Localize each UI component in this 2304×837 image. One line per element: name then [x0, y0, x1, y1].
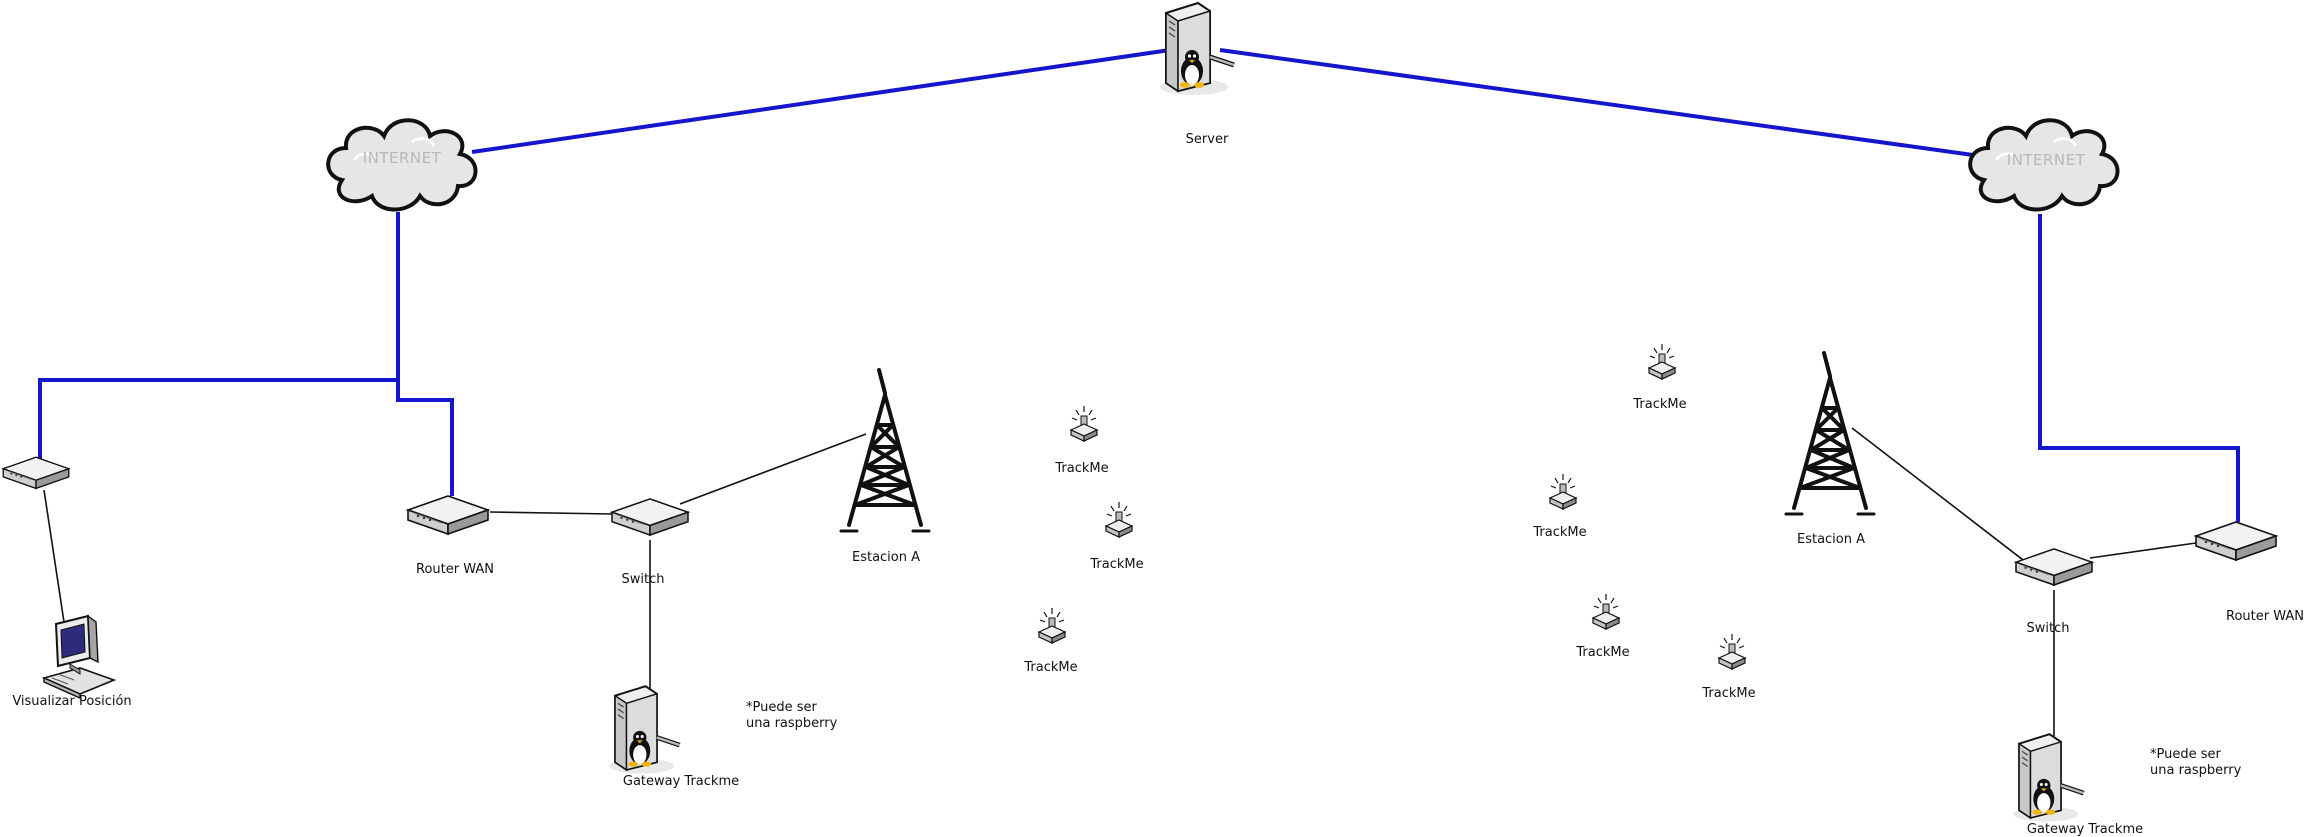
lan-link-switch-tower-left	[679, 433, 867, 505]
connections	[38, 48, 2240, 742]
note-line-2: una raspberry	[2150, 763, 2242, 778]
internet-cloud-right[interactable]: INTERNET	[1968, 118, 2120, 212]
computer-node[interactable]: Visualizar Posición	[12, 615, 132, 709]
modem-left[interactable]	[2, 456, 70, 490]
switch-right-label: Switch	[2027, 621, 2070, 636]
linux-server-icon	[609, 686, 679, 773]
router-icon	[2, 456, 70, 490]
tower-left[interactable]: Estacion A	[839, 368, 931, 565]
linux-server-icon	[2013, 734, 2083, 821]
router-icon	[407, 495, 489, 535]
gateway-right-note: *Puede ser una raspberry	[2150, 747, 2242, 778]
gateway-right[interactable]: Gateway Trackme	[2013, 734, 2143, 837]
tracker-left-1[interactable]: TrackMe	[1054, 405, 1109, 476]
server-node[interactable]: Server	[1160, 3, 1234, 147]
tracker-label: TrackMe	[1701, 686, 1755, 701]
tracker-device-icon	[1105, 501, 1133, 538]
switch-left[interactable]: Switch	[611, 498, 689, 587]
tracker-label: TrackMe	[1632, 397, 1686, 412]
desktop-computer-icon	[43, 615, 115, 699]
wan-link-left-cloud-router	[396, 380, 454, 496]
tracker-left-3[interactable]: TrackMe	[1023, 607, 1078, 675]
note-line-1: *Puede ser	[2150, 747, 2222, 762]
gateway-left-label: Gateway Trackme	[623, 774, 739, 789]
wan-link-left-cloud-computer	[38, 212, 400, 465]
radio-tower-icon	[839, 368, 931, 533]
switch-left-label: Switch	[622, 572, 665, 587]
lan-link-modem-computer	[43, 489, 65, 623]
tracker-label: TrackMe	[1532, 525, 1586, 540]
tracker-right-4[interactable]: TrackMe	[1701, 633, 1756, 701]
wan-link-right-cloud-router	[2038, 214, 2240, 522]
tower-left-label: Estacion A	[852, 550, 920, 565]
tracker-left-2[interactable]: TrackMe	[1089, 501, 1144, 572]
computer-label: Visualizar Posición	[12, 694, 131, 709]
tracker-device-icon	[1038, 607, 1066, 644]
tracker-right-2[interactable]: TrackMe	[1532, 473, 1587, 540]
tracker-label: TrackMe	[1054, 461, 1108, 476]
lan-link-tower-switch-right	[1851, 427, 2037, 571]
tracker-device-icon	[1592, 593, 1620, 630]
tower-right[interactable]: Estacion A	[1784, 351, 1876, 547]
note-line-2: una raspberry	[746, 716, 838, 731]
note-line-1: *Puede ser	[746, 700, 818, 715]
tracker-label: TrackMe	[1575, 645, 1629, 660]
wan-link-server-right-cloud	[1219, 48, 1981, 158]
tracker-label: TrackMe	[1023, 660, 1077, 675]
tower-right-label: Estacion A	[1797, 532, 1865, 547]
internet-cloud-left[interactable]: INTERNET	[326, 118, 478, 212]
tracker-device-icon	[1549, 473, 1577, 510]
cloud-left-text: INTERNET	[363, 149, 442, 167]
wan-link-server-left-cloud	[471, 48, 1171, 154]
router-left-label: Router WAN	[416, 562, 494, 577]
tracker-device-icon	[1718, 633, 1746, 670]
router-icon	[2195, 521, 2277, 561]
tracker-device-icon	[1648, 343, 1676, 380]
switch-right[interactable]: Switch	[2015, 548, 2093, 636]
gateway-right-label: Gateway Trackme	[2027, 822, 2143, 837]
switch-icon	[2015, 548, 2093, 586]
tracker-device-icon	[1070, 405, 1098, 442]
lan-link-router-switch-left	[489, 511, 613, 515]
router-right-label: Router WAN	[2226, 609, 2304, 624]
lan-link-switch-router-right	[2089, 542, 2197, 559]
tracker-right-1[interactable]: TrackMe	[1632, 343, 1687, 412]
radio-tower-icon	[1784, 351, 1876, 516]
gateway-left-note: *Puede ser una raspberry	[746, 700, 838, 731]
tracker-right-3[interactable]: TrackMe	[1575, 593, 1630, 660]
tracker-label: TrackMe	[1089, 557, 1143, 572]
server-label: Server	[1186, 132, 1229, 147]
switch-icon	[611, 498, 689, 536]
gateway-left[interactable]: Gateway Trackme	[609, 686, 739, 789]
router-left[interactable]: Router WAN	[407, 495, 494, 577]
cloud-right-text: INTERNET	[2007, 151, 2086, 169]
router-right[interactable]: Router WAN	[2195, 521, 2304, 624]
